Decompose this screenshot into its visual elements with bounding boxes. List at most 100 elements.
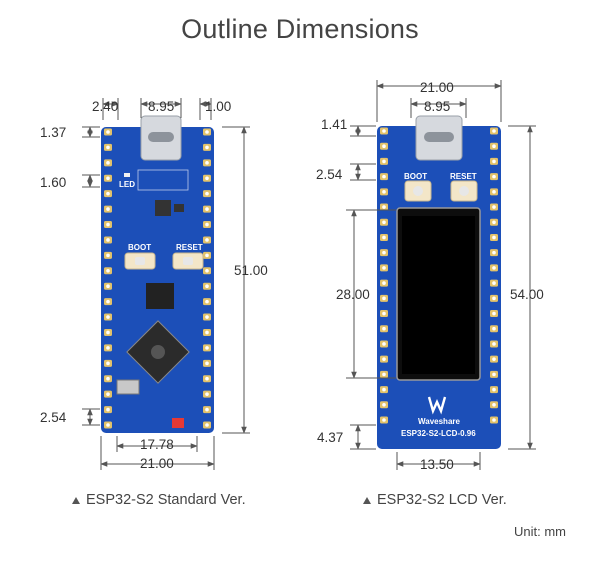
lcd-caption: ESP32-S2 LCD Ver. <box>363 492 507 508</box>
pin-hole <box>492 387 496 392</box>
dim-lcd-h-bottom: 4.37 <box>317 430 343 445</box>
pin-hole <box>382 342 386 346</box>
pin-hole <box>492 418 496 422</box>
pin-hole <box>492 342 496 346</box>
lcd-usb-c-port <box>424 132 454 142</box>
pin-hole <box>205 161 209 165</box>
lcd-caption-text: ESP32-S2 LCD Ver. <box>377 492 507 508</box>
pin-hole <box>382 159 386 164</box>
dim-lcd-width-top: 21.00 <box>420 80 454 95</box>
pin-hole <box>205 392 209 396</box>
pin-hole <box>106 161 110 165</box>
dim-std-h-bottom: 2.54 <box>40 410 67 425</box>
pin-hole <box>205 284 209 289</box>
pin-hole <box>205 191 209 196</box>
pin-hole <box>492 174 496 179</box>
pin-hole <box>382 311 386 316</box>
lcd-right-pins <box>490 127 498 424</box>
lcd-display-area <box>402 216 475 374</box>
pin-hole <box>492 296 496 301</box>
pin-hole <box>106 268 110 273</box>
esp32-chip <box>126 320 190 384</box>
pin-hole <box>492 190 496 194</box>
pin-hole <box>205 407 209 412</box>
page-title: Outline Dimensions <box>181 14 419 44</box>
pin-hole <box>492 402 496 407</box>
dim-lcd-height: 54.00 <box>510 287 544 302</box>
led-label: LED <box>119 180 135 189</box>
pin-hole <box>205 145 209 150</box>
pin-hole <box>205 361 209 366</box>
standard-boot-knob <box>135 257 145 265</box>
pin-hole <box>382 205 386 209</box>
pin-hole <box>205 299 209 304</box>
flash-chip <box>146 283 174 309</box>
pin-hole <box>382 281 386 285</box>
pin-hole <box>106 238 110 242</box>
crystal <box>116 379 140 395</box>
lcd-boot-label: BOOT <box>404 172 427 181</box>
lcd-board: BOOT RESET Waveshare ESP32-S2-LCD-0.96 <box>377 115 501 449</box>
pin-hole <box>205 130 209 134</box>
dim-std-w-left: 2.40 <box>92 99 118 114</box>
header-silk <box>137 169 189 191</box>
pin-hole <box>205 423 209 427</box>
unit-label: Unit: mm <box>514 524 566 539</box>
dim-std-width: 21.00 <box>140 456 174 471</box>
dim-std-w-right: 1.00 <box>205 99 231 114</box>
pin-hole <box>205 207 209 211</box>
pin-hole <box>106 145 110 150</box>
dim-std-w-inner: 17.78 <box>140 437 174 452</box>
standard-dimension-lines <box>82 98 250 470</box>
pin-hole <box>382 220 386 225</box>
pin-hole <box>492 311 496 316</box>
small-chip <box>174 204 184 212</box>
pin-hole <box>382 235 386 240</box>
pin-hole <box>106 376 110 381</box>
pin-hole <box>106 299 110 304</box>
pin-hole <box>106 222 110 227</box>
lcd-boot-knob <box>413 186 423 196</box>
dim-lcd-h-btn: 2.54 <box>316 167 343 182</box>
standard-board: LED BOOT RESET <box>101 115 214 433</box>
lcd-reset-knob <box>459 186 469 196</box>
pin-hole <box>205 222 209 227</box>
standard-reset-knob <box>183 257 193 265</box>
pin-hole <box>382 372 386 377</box>
triangle-icon <box>72 496 80 504</box>
dim-lcd-w-usb: 8.95 <box>424 99 450 114</box>
pin-hole <box>382 266 386 270</box>
standard-caption: ESP32-S2 Standard Ver. <box>72 492 246 508</box>
pin-hole <box>106 361 110 366</box>
pin-hole <box>492 144 496 149</box>
usb-c-port <box>148 132 174 142</box>
waveshare-logo-icon <box>427 396 447 415</box>
pin-hole <box>106 407 110 412</box>
pin-hole <box>492 266 496 270</box>
regulator-chip <box>155 200 171 216</box>
dim-std-w-usb: 8.95 <box>148 99 174 114</box>
standard-reset-label: RESET <box>176 243 203 252</box>
pin-hole <box>205 253 209 258</box>
pin-hole <box>492 250 496 255</box>
pin-hole <box>205 330 209 335</box>
standard-right-pins <box>203 128 211 429</box>
pin-hole <box>492 372 496 377</box>
standard-caption-text: ESP32-S2 Standard Ver. <box>86 492 246 508</box>
lcd-dimension-lines <box>346 80 536 470</box>
pin-hole <box>106 284 110 289</box>
pin-hole <box>382 296 386 301</box>
pin-hole <box>492 281 496 285</box>
pin-hole <box>106 330 110 335</box>
pin-hole <box>106 207 110 211</box>
standard-boot-label: BOOT <box>128 243 151 252</box>
standard-left-pins <box>104 128 112 429</box>
pin-hole <box>205 238 209 242</box>
pin-hole <box>382 190 386 194</box>
pin-hole <box>106 346 110 350</box>
pin-hole <box>382 250 386 255</box>
lcd-left-pins <box>380 127 388 424</box>
brand-label: Waveshare <box>418 417 461 426</box>
pin-hole <box>205 268 209 273</box>
pin-hole <box>106 253 110 258</box>
